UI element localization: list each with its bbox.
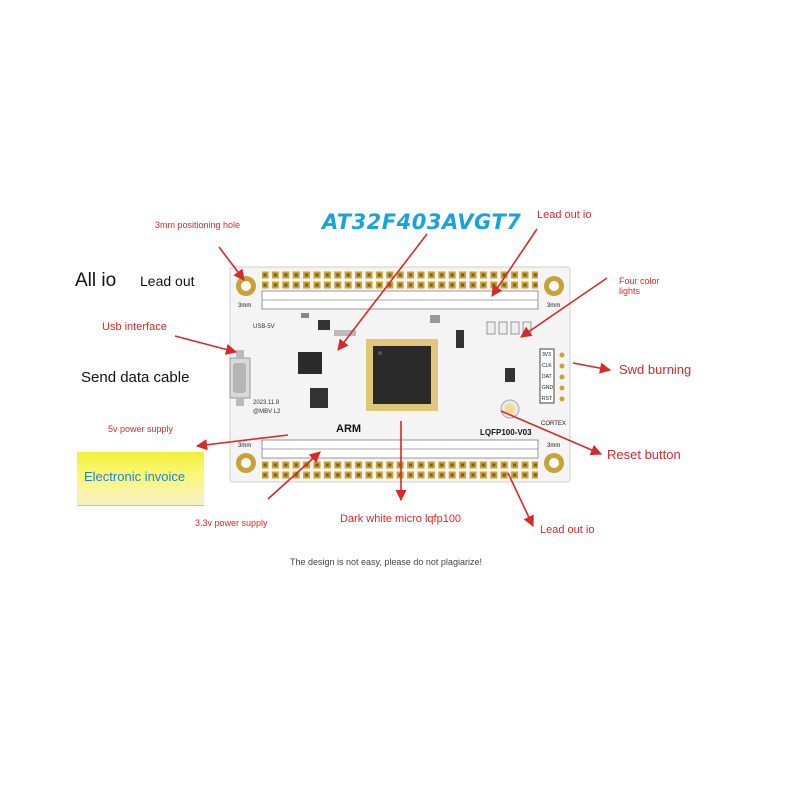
annotation-arrows: [174, 228, 612, 528]
top-pin-header: [261, 270, 539, 310]
invoice-badge: Electronic invoice: [77, 452, 204, 506]
invoice-text: Electronic invoice: [84, 469, 186, 484]
mcu-chip: [366, 339, 438, 411]
chip-model-title: AT32F403AVGT7: [322, 210, 522, 234]
components: [298, 313, 565, 419]
brand-text: ARM: [336, 423, 361, 435]
usb-connector: [229, 350, 251, 406]
label-four-color-2: lights: [619, 286, 641, 296]
label-5v-power: 5v power supply: [108, 424, 174, 434]
version-text: @MBV L2: [253, 409, 281, 415]
swd-pin-1: 3V3: [542, 352, 551, 358]
label-four-color: Four color: [619, 276, 660, 286]
hole-label-bl: 3mm: [238, 443, 251, 449]
date-text: 2023.11.8: [253, 400, 280, 406]
label-lead-out-io-top: Lead out io: [537, 209, 592, 221]
label-swd: Swd burning: [619, 362, 692, 377]
label-usb-interface: Usb interface: [102, 321, 167, 333]
label-all-io: All io: [75, 270, 117, 291]
label-send-cable: Send data cable: [81, 369, 190, 386]
label-micro: Dark white micro lqfp100: [340, 513, 462, 525]
swd-pin-5: RST: [542, 396, 552, 402]
bottom-pin-header: [261, 439, 539, 479]
hole-label-tr: 3mm: [547, 303, 560, 309]
model-text: LQFP100-V03: [480, 428, 532, 437]
hole-label-tl: 3mm: [238, 303, 251, 309]
board-texts: 3mm 3mm 3mm 3mm USB-5V 2023.11.8 @MBV L2…: [238, 303, 566, 449]
footer-note: The design is not easy, please do not pl…: [290, 557, 482, 567]
label-lead-out: Lead out: [140, 273, 195, 289]
label-lead-out-io-bottom: Lead out io: [540, 524, 595, 536]
hole-label-br: 3mm: [547, 443, 560, 449]
label-reset: Reset button: [607, 447, 681, 462]
swd-pin-2: CLK: [542, 363, 552, 369]
cortex-text: CORTEX: [541, 421, 566, 427]
mounting-holes: [236, 276, 564, 473]
swd-pin-4: GND: [542, 385, 554, 391]
usb-text: USB-5V: [253, 324, 275, 330]
label-33v-power: 3.3v power supply: [195, 518, 268, 528]
swd-pin-3: DAT: [542, 374, 552, 380]
label-positioning-hole: 3mm positioning hole: [155, 220, 241, 230]
